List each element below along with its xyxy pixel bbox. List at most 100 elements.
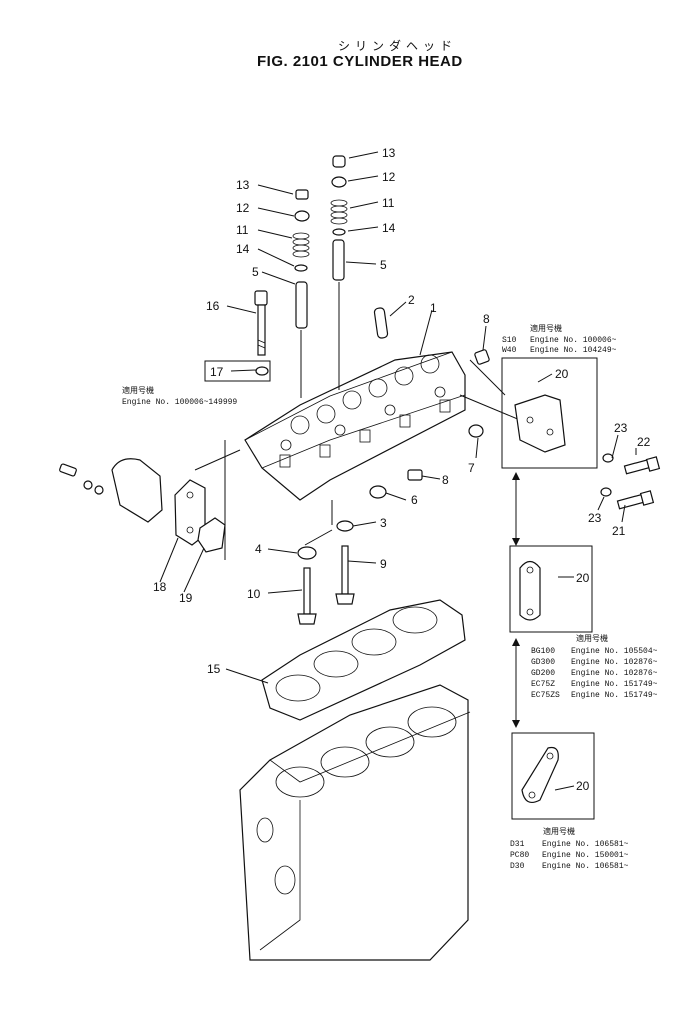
- note-bracket-mid: 適用号機 BG100 Engine No. 105504~ GD300 Engi…: [531, 633, 658, 700]
- callout-4: 4: [255, 542, 262, 556]
- double-arrow-upper: [512, 472, 520, 546]
- note-mid-text-3: Engine No. 102876~: [571, 669, 658, 678]
- callout-12-right: 12: [382, 170, 396, 184]
- bolt-22: [623, 456, 661, 475]
- bracket-box-mid: [509, 545, 593, 633]
- callout-8-side: 8: [442, 473, 449, 487]
- callout-5-right: 5: [380, 258, 387, 272]
- callout-numbers: 13 12 11 14 5 13 12 11 14 5 16 17 2 1 8 …: [153, 146, 651, 793]
- valve-seal-3: [336, 520, 354, 532]
- bracket-box-bottom: [511, 732, 595, 820]
- callout-23-bottom: 23: [588, 511, 602, 525]
- note-top-model-1: S10: [502, 336, 517, 345]
- note-bottom-model-3: D30: [510, 862, 525, 871]
- callout-22: 22: [637, 435, 651, 449]
- callout-14-right: 14: [382, 221, 396, 235]
- callout-21: 21: [612, 524, 626, 538]
- valve-guide-5-left: [295, 281, 308, 329]
- valve-train-right: [330, 155, 348, 390]
- callout-20-bottom: 20: [576, 779, 590, 793]
- plug-8-top: [474, 349, 490, 365]
- note-bottom-model-1: D31: [510, 840, 525, 849]
- note-top-heading: 適用号機: [530, 323, 562, 334]
- title-japanese: シリンダヘッド: [338, 39, 458, 53]
- callout-9: 9: [380, 557, 387, 571]
- sleeve-part-2: [373, 307, 389, 339]
- note-bottom-text-2: Engine No. 150001~: [542, 851, 629, 860]
- head-bolt-16: [254, 290, 268, 356]
- callout-23-top: 23: [614, 421, 628, 435]
- callout-20-mid: 20: [576, 571, 590, 585]
- washer-23-top: [602, 453, 614, 463]
- callout-10: 10: [247, 587, 261, 601]
- thermostat-housing: [59, 458, 163, 523]
- note-mid-model-5: EC75ZS: [531, 691, 560, 700]
- note17-line1: Engine No. 100006~149999: [122, 398, 237, 407]
- head-gasket: [261, 599, 466, 721]
- note-bottom-heading: 適用号機: [543, 826, 575, 837]
- note17-heading: 適用号機: [122, 385, 154, 396]
- valve-spring-11-right: [330, 199, 348, 225]
- note-bottom-text-3: Engine No. 106581~: [542, 862, 629, 871]
- note-part-17: 適用号機 Engine No. 100006~149999: [122, 385, 237, 407]
- expansion-plug-7: [468, 424, 484, 438]
- callout-3: 3: [380, 516, 387, 530]
- spring-seat-14-left: [294, 264, 308, 272]
- note-mid-text-5: Engine No. 151749~: [571, 691, 658, 700]
- note-top-text-1: Engine No. 100006~: [530, 336, 617, 345]
- callout-15: 15: [207, 662, 221, 676]
- valve-cap-13-right: [332, 155, 346, 168]
- callout-6: 6: [411, 493, 418, 507]
- engine-block: [239, 684, 471, 961]
- assembly-lines: [194, 359, 521, 560]
- callout-13-right: 13: [382, 146, 396, 160]
- plug-8-side: [407, 469, 423, 481]
- callout-12-left: 12: [236, 201, 250, 215]
- gasket-19: [197, 517, 226, 553]
- callout-7: 7: [468, 461, 475, 475]
- valve-keeper-12-right: [331, 176, 347, 188]
- valve-guide-5-right: [332, 239, 345, 281]
- note-mid-model-2: GD300: [531, 658, 555, 667]
- callout-11-left: 11: [236, 223, 249, 237]
- note-top-text-2: Engine No. 104249~: [530, 346, 617, 355]
- washer-23-bottom: [600, 487, 612, 497]
- bolt-21: [616, 490, 655, 510]
- expansion-plug-6: [369, 485, 387, 499]
- washer-17-box: [204, 360, 271, 382]
- valve-cap-13-left: [295, 189, 309, 200]
- callout-2: 2: [408, 293, 415, 307]
- callout-8-top: 8: [483, 312, 490, 326]
- figure-title: FIG. 2101 CYLINDER HEAD: [257, 53, 463, 70]
- callout-14-left: 14: [236, 242, 250, 256]
- callout-17: 17: [210, 365, 224, 379]
- callout-18: 18: [153, 580, 167, 594]
- callout-20-top: 20: [555, 367, 569, 381]
- valve-seat-4: [297, 546, 317, 560]
- exhaust-valve-9: [335, 545, 355, 605]
- valve-train-left: [292, 189, 310, 398]
- valve-keeper-12-left: [294, 210, 310, 222]
- callout-19: 19: [179, 591, 193, 605]
- note-mid-model-4: EC75Z: [531, 680, 555, 689]
- note-mid-text-2: Engine No. 102876~: [571, 658, 658, 667]
- note-mid-model-1: BG100: [531, 647, 555, 656]
- cylinder-head: [244, 351, 466, 501]
- bracket-box-top: [501, 357, 598, 469]
- double-arrow-lower: [512, 638, 520, 728]
- note-bracket-bottom: 適用号機 D31 Engine No. 106581~ PC80 Engine …: [510, 826, 629, 871]
- callout-11-right: 11: [382, 196, 395, 210]
- leader-lines: [159, 151, 637, 791]
- callout-1: 1: [430, 301, 437, 315]
- note-bottom-model-2: PC80: [510, 851, 529, 860]
- note-mid-text-1: Engine No. 105504~: [571, 647, 658, 656]
- callout-16: 16: [206, 299, 220, 313]
- note-bracket-top: 適用号機 S10 Engine No. 100006~ W40 Engine N…: [502, 323, 617, 355]
- intake-valve-10: [297, 567, 317, 625]
- note-mid-model-3: GD200: [531, 669, 555, 678]
- note-top-model-2: W40: [502, 346, 517, 355]
- note-mid-text-4: Engine No. 151749~: [571, 680, 658, 689]
- callout-5-left: 5: [252, 265, 259, 279]
- valve-spring-11-left: [292, 232, 310, 258]
